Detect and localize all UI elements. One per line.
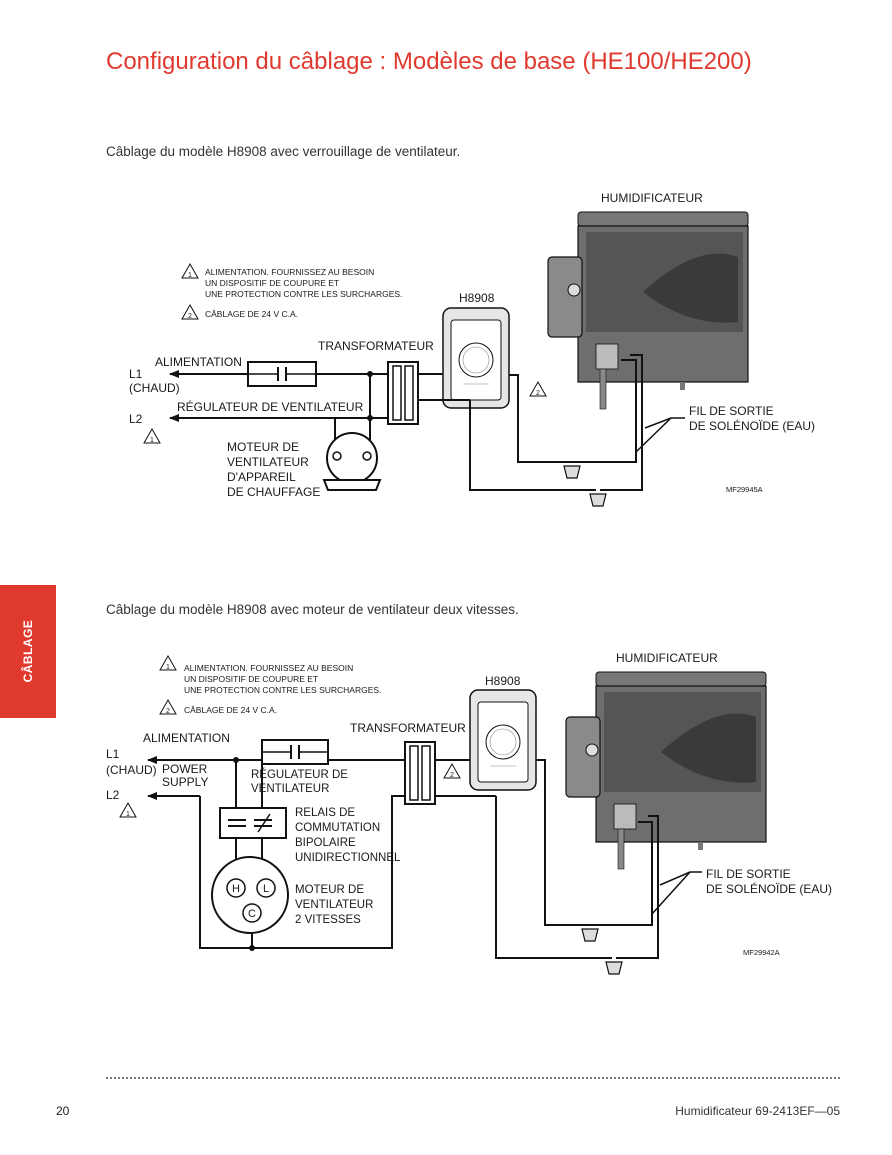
diagram2-relay-line2: COMMUTATION: [295, 822, 380, 834]
diagram2-note1-line2: UN DISPOSITIF DE COUPURE ET: [184, 674, 318, 684]
diagram2-power-supply-line2: SUPPLY: [162, 775, 208, 789]
diagram2-junction-2: [249, 945, 255, 951]
diagram2-power-supply-line1: POWER: [162, 762, 208, 776]
diagram2-relay-symbol: [219, 807, 287, 839]
diagram1-motor-line1: MOTEUR DE: [227, 440, 299, 454]
page-number: 20: [56, 1104, 70, 1118]
diagram2-l2-label: L2: [106, 788, 120, 802]
svg-text:1: 1: [126, 811, 130, 818]
svg-text:1: 1: [150, 437, 154, 444]
diagram1-power-switch-symbol: [247, 361, 317, 387]
diagram1-l2-note-symbol: 1: [143, 428, 161, 444]
diagram2-motor-line2: VENTILATEUR: [295, 899, 373, 911]
diagram1-transformer-symbol: [387, 361, 419, 425]
diagram2-caption: Câblage du modèle H8908 avec moteur de v…: [106, 602, 519, 617]
diagram2-transformer-label: TRANSFORMATEUR: [350, 721, 466, 735]
diagram1: HUMIDIFICATEUR 1 ALIMENTATION. FOURNISSE…: [129, 191, 815, 507]
diagram1-fan-regulator-label: RÉGULATEUR DE VENTILATEUR: [177, 399, 364, 414]
diagram2-h8908-illustration: [469, 689, 537, 791]
diagram1-motor-line3: D'APPAREIL: [227, 470, 296, 484]
svg-text:1: 1: [166, 664, 170, 671]
svg-text:2: 2: [450, 772, 454, 779]
diagram2-humidifier-label: HUMIDIFICATEUR: [616, 651, 718, 665]
diagram2-note2-symbol: 2: [159, 699, 177, 715]
diagram2-motor-line1: MOTEUR DE: [295, 884, 364, 896]
diagram1-solenoid-line2: DE SOLÉNOÏDE (EAU): [689, 418, 815, 433]
diagram2-fan-regulator-line1: RÉGULATEUR DE: [251, 768, 348, 781]
diagram2-motor-line3: 2 VITESSES: [295, 914, 361, 926]
diagram1-code: MF29945A: [726, 485, 763, 494]
diagram2-note2-wire-symbol: 2: [443, 763, 461, 779]
diagram2-drain-2: [605, 961, 623, 975]
diagram1-note1-line1: ALIMENTATION. FOURNISSEZ AU BESOIN: [205, 267, 374, 277]
diagram1-motor-line4: DE CHAUFFAGE: [227, 485, 320, 499]
footer-divider: [106, 1077, 840, 1079]
diagram1-drain-1: [563, 465, 581, 479]
diagram1-note1-line2: UN DISPOSITIF DE COUPURE ET: [205, 278, 339, 288]
diagram2-note2-text: CÂBLAGE DE 24 V C.A.: [184, 705, 277, 715]
diagram1-wires: [169, 354, 643, 491]
diagram2-relay-line4: UNIDIRECTIONNEL: [295, 852, 401, 864]
diagram1-power-label: ALIMENTATION: [155, 355, 242, 369]
diagram1-note2-wire-symbol: 2: [529, 381, 547, 397]
diagram1-h8908-label: H8908: [459, 291, 495, 305]
diagram1-note2-text: CÂBLAGE DE 24 V C.A.: [205, 309, 298, 319]
diagram1-l1-label: L1: [129, 367, 143, 381]
diagram1-l1-sub: (CHAUD): [129, 381, 180, 395]
diagram2-note1-line1: ALIMENTATION. FOURNISSEZ AU BESOIN: [184, 663, 353, 673]
svg-text:2: 2: [536, 390, 540, 397]
diagram2-motor-h-terminal: H: [232, 883, 240, 895]
diagram1-humidifier-illustration: [547, 211, 749, 410]
diagram2-wires: [147, 756, 659, 959]
footer-document-id: Humidificateur 69-2413EF—05: [675, 1104, 840, 1118]
diagram1-h8908-illustration: [442, 307, 510, 409]
diagram2-relay-line3: BIPOLAIRE: [295, 837, 356, 849]
diagram1-note1-line3: UNE PROTECTION CONTRE LES SURCHARGES.: [205, 289, 402, 299]
svg-text:1: 1: [188, 272, 192, 279]
diagram1-drain-2: [589, 493, 607, 507]
diagram2-code: MF29942A: [743, 948, 780, 957]
diagram2-l1-sub: (CHAUD): [106, 763, 157, 777]
diagram2-junction-1: [233, 757, 239, 763]
diagram2-note1-symbol: 1: [159, 655, 177, 671]
diagram2-motor-l-terminal: L: [263, 883, 269, 895]
svg-text:2: 2: [188, 313, 192, 320]
diagram1-motor-line2: VENTILATEUR: [227, 455, 309, 469]
diagram2-humidifier-illustration: [565, 671, 767, 870]
page-title: Configuration du câblage : Modèles de ba…: [106, 48, 752, 75]
diagram2-solenoid-line1: FIL DE SORTIE: [706, 867, 791, 881]
diagram1-l2-label: L2: [129, 412, 143, 426]
svg-text:2: 2: [166, 708, 170, 715]
diagram2-h8908-label: H8908: [485, 674, 521, 688]
diagram2-fan-regulator-line2: VENTILATEUR: [251, 783, 329, 795]
diagram2-l2-note-symbol: 1: [119, 802, 137, 818]
diagram2-l1-label: L1: [106, 747, 120, 761]
diagram2-drain-1: [581, 928, 599, 942]
diagram2-transformer-symbol: [404, 741, 436, 805]
diagram2-two-speed-motor-symbol: [211, 856, 289, 934]
diagram1-junction-bottom: [367, 415, 373, 421]
diagram1-note1-symbol: 1: [181, 263, 199, 279]
diagram2-solenoid-line2: DE SOLÉNOÏDE (EAU): [706, 881, 832, 896]
diagram1-junction-top: [367, 371, 373, 377]
diagram2-solenoid-leader: [651, 871, 702, 915]
diagram2: HUMIDIFICATEUR 1 ALIMENTATION. FOURNISSE…: [106, 651, 832, 975]
diagram1-note2-symbol: 2: [181, 304, 199, 320]
diagram2-relay-line1: RELAIS DE: [295, 807, 355, 819]
diagram2-note1-line3: UNE PROTECTION CONTRE LES SURCHARGES.: [184, 685, 381, 695]
diagram2-fan-regulator-symbol: [261, 739, 329, 765]
diagram1-solenoid-line1: FIL DE SORTIE: [689, 404, 774, 418]
diagram1-fan-motor-symbol: [322, 432, 382, 491]
diagram1-transformer-label: TRANSFORMATEUR: [318, 339, 434, 353]
diagram2-power-label: ALIMENTATION: [143, 731, 230, 745]
diagram1-solenoid-leader: [635, 417, 685, 453]
diagram2-motor-c-terminal: C: [248, 908, 256, 920]
diagram1-humidifier-label: HUMIDIFICATEUR: [601, 191, 703, 205]
section-tab: CÂBLAGE: [0, 585, 56, 718]
diagram1-caption: Câblage du modèle H8908 avec verrouillag…: [106, 144, 461, 159]
